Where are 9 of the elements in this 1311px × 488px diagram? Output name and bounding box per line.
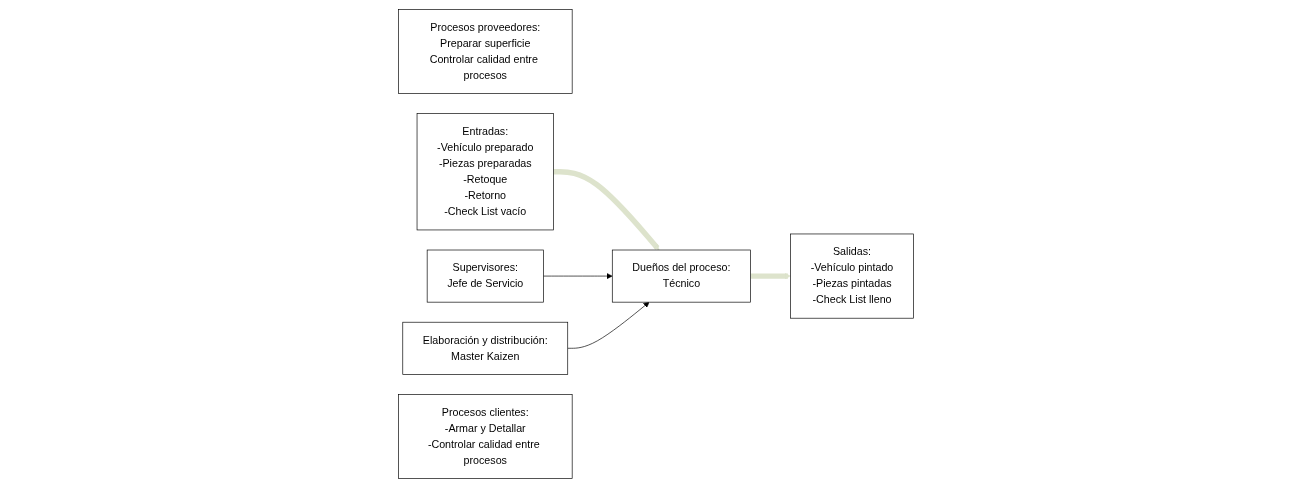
node-box: Procesos proveedores: Preparar superficie Controlar calidad entre procesos — [397, 9, 573, 94]
node-box: Salidas: -Vehículo pintado -Piezas pintadas -Check List lleno — [789, 233, 914, 319]
node-box: Dueños del proceso: Técnico — [611, 249, 751, 303]
node-box: Supervisores: Jefe de Servicio — [426, 249, 544, 303]
arrow — [750, 273, 791, 279]
arrow — [553, 169, 659, 251]
node-box: Elaboración y distribución: Master Kaizen — [402, 321, 568, 375]
node-box: Entradas: -Vehículo preparado -Piezas preparadas -Retoque -Retorno -Check List vacío — [416, 113, 554, 231]
node-box: Procesos clientes: -Armar y Detallar -Controlar calidad entre procesos — [397, 394, 573, 479]
